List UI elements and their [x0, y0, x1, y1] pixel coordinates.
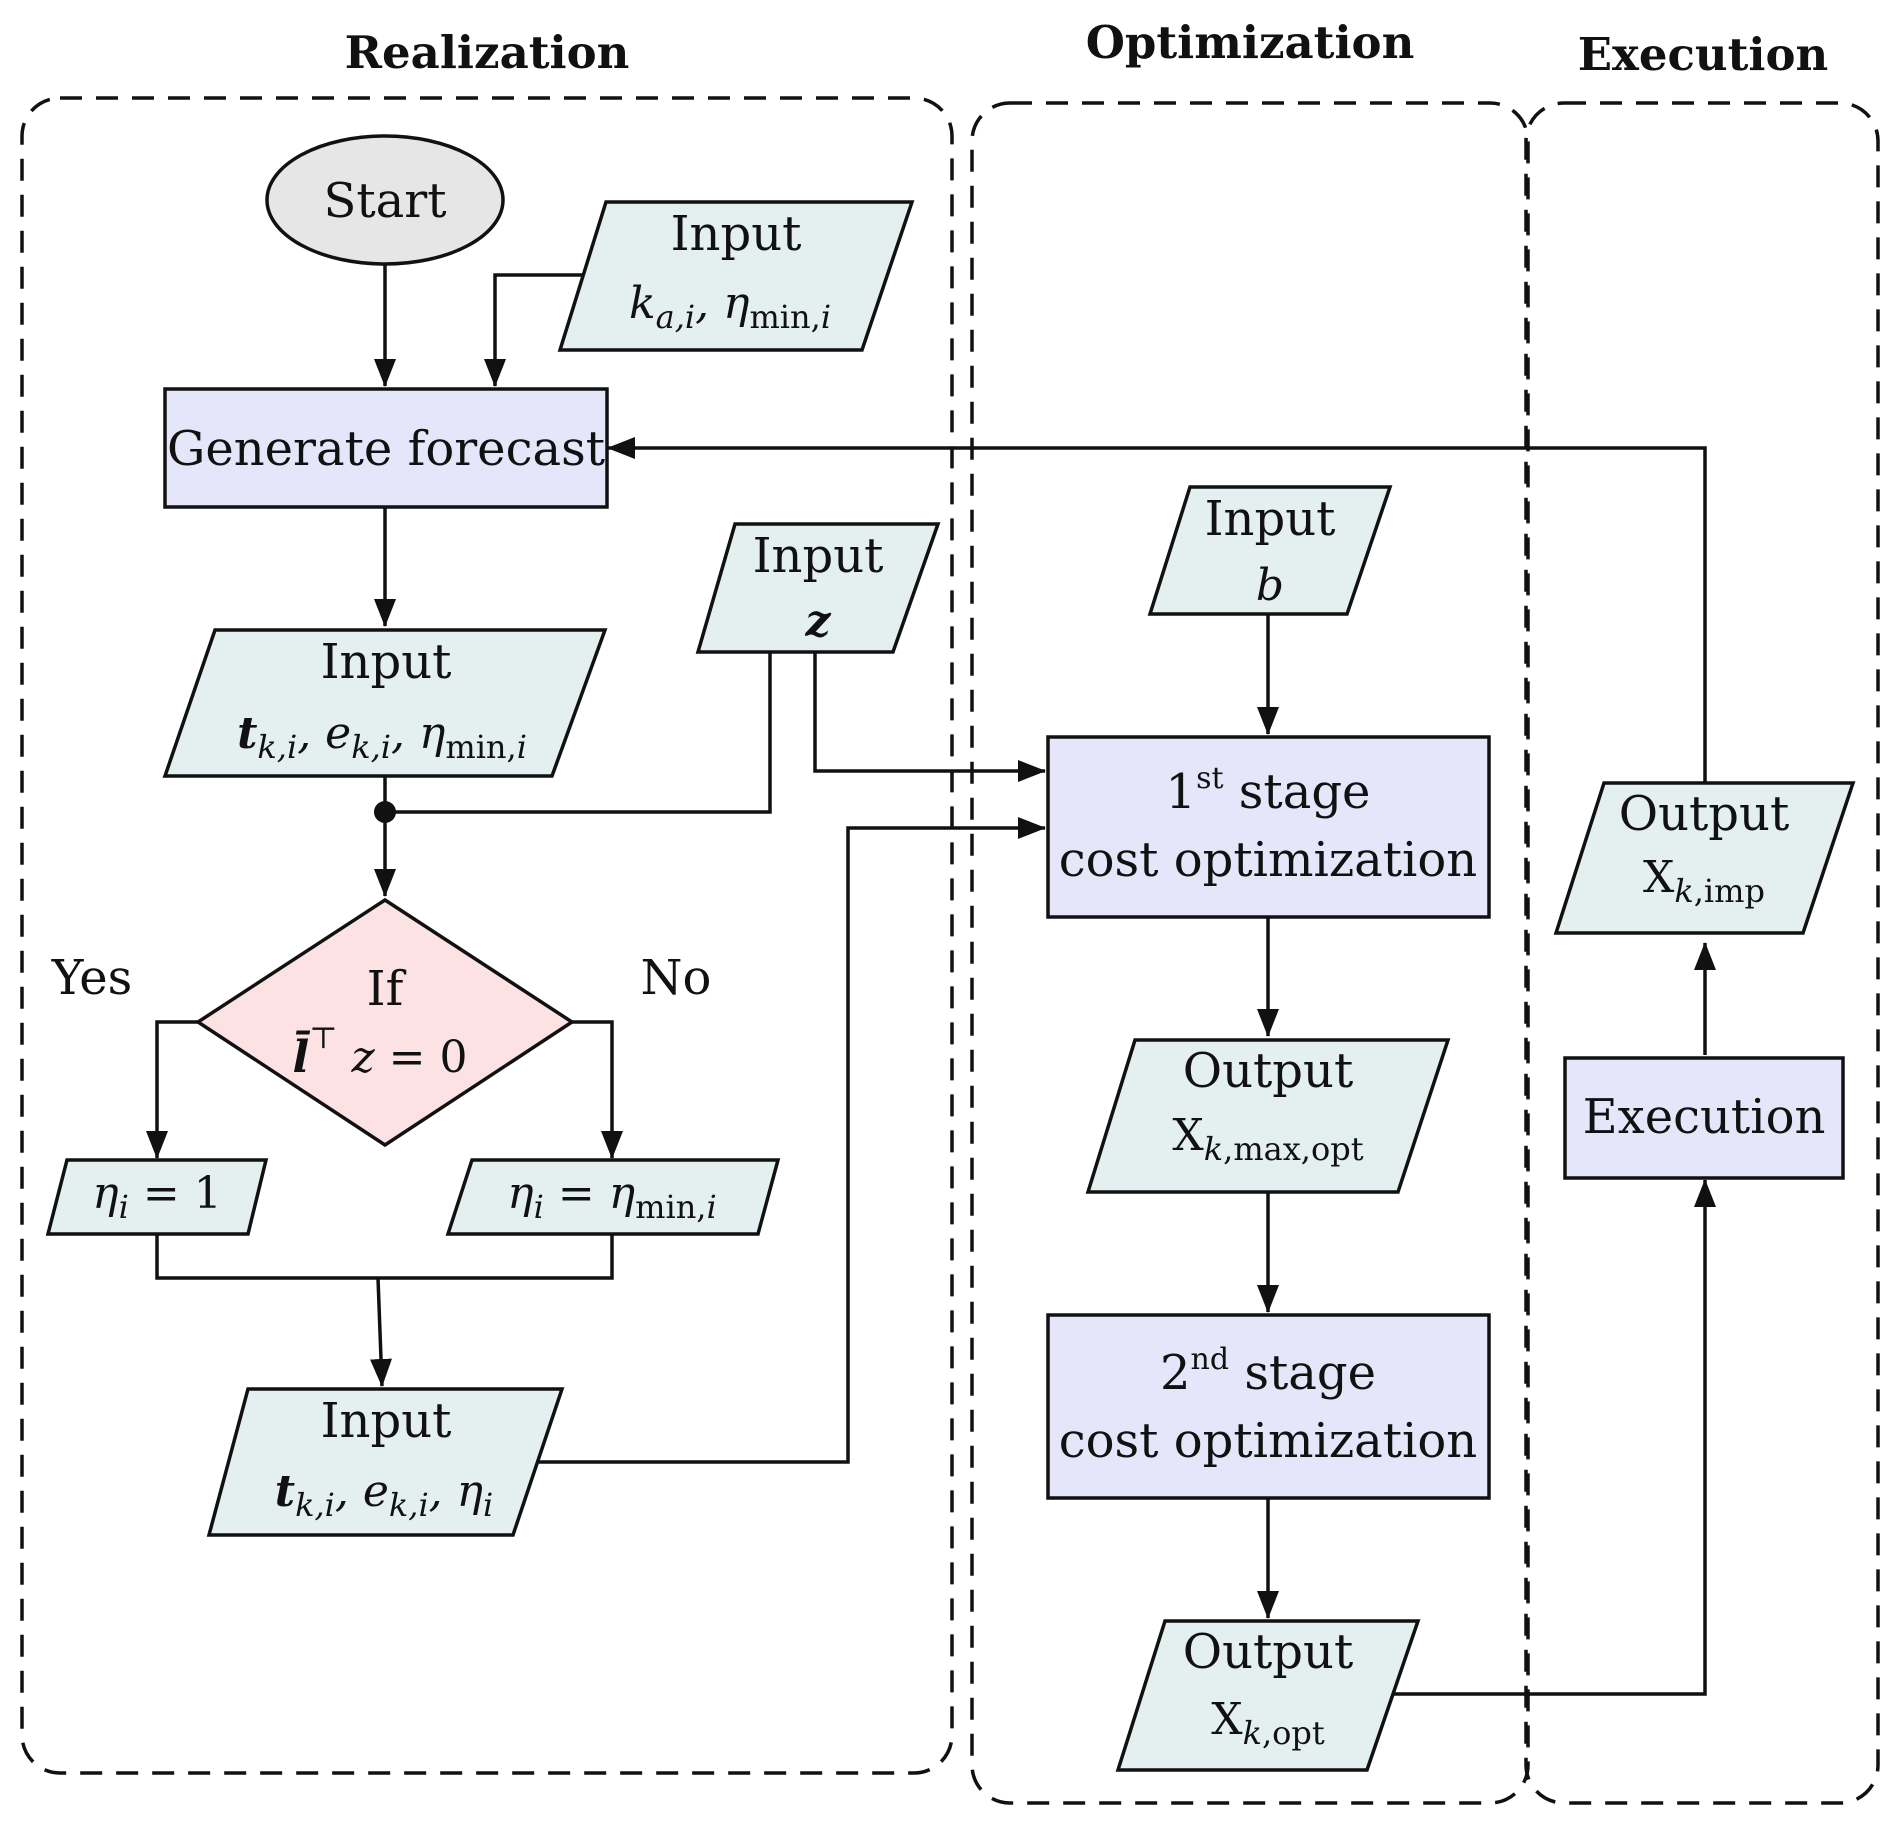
- eta-min-shape: [445, 1158, 781, 1236]
- edge-feedback-to-forecast: [607, 437, 1707, 782]
- optimization-title: Optimization: [1086, 16, 1415, 69]
- yes-label: Yes: [51, 950, 133, 1006]
- eta-one-shape: [45, 1158, 269, 1236]
- input-ka-eta-shape: [557, 200, 915, 352]
- edge-merge-to-input: [370, 1277, 392, 1387]
- stage1-node: 1st stage cost optimization: [1046, 735, 1491, 919]
- edge-decision-no: [570, 1020, 623, 1159]
- output-opt-node: Output Xk,opt: [1115, 1619, 1421, 1772]
- output-max-opt-node: Output Xk,max,opt: [1085, 1038, 1451, 1194]
- edge-yes-to-merge: [155, 1233, 614, 1280]
- edge-input-eta-to-stage1: [536, 817, 1046, 1464]
- execution-label: Execution: [1583, 1089, 1826, 1145]
- decision-shape: [194, 897, 576, 1148]
- execution-shape: [1563, 1056, 1845, 1180]
- stage1-line2: cost optimization: [1059, 832, 1477, 888]
- input-b-var: b: [1256, 560, 1284, 611]
- input-t-e-eta-shape: [206, 1387, 565, 1537]
- output-imp-title: Output: [1619, 786, 1789, 842]
- output-opt-title: Output: [1183, 1624, 1353, 1680]
- input-ka-eta-node: Input ka,i, ηmin,i: [557, 200, 915, 352]
- decision-node: If l̄⊤ z = 0: [194, 897, 576, 1148]
- output-max-opt-shape: [1085, 1038, 1451, 1194]
- input-z-node: Input z: [695, 522, 941, 654]
- realization-group: [20, 96, 954, 1775]
- realization-title: Realization: [345, 26, 630, 79]
- eta-one-label: ηi = 1: [92, 1168, 221, 1226]
- input-b-node: Input b: [1147, 485, 1393, 616]
- generate-forecast-label: Generate forecast: [167, 421, 605, 477]
- input-t-e-eta-title: Input: [321, 1393, 452, 1449]
- output-opt-var: Xk,opt: [1211, 1694, 1325, 1752]
- input-z-shape: [695, 522, 941, 654]
- optimization-group: [970, 101, 1530, 1805]
- input-t-e-etamin-shape: [162, 628, 608, 778]
- execution-title: Execution: [1578, 28, 1829, 81]
- output-max-opt-title: Output: [1183, 1043, 1353, 1099]
- input-t-e-etamin-title: Input: [321, 634, 452, 690]
- input-b-shape: [1147, 485, 1393, 616]
- stage2-line2: cost optimization: [1059, 1413, 1477, 1469]
- edge-input-ka-to-forecast: [484, 273, 585, 387]
- output-max-opt-var: Xk,max,opt: [1172, 1110, 1363, 1168]
- decision-expression: l̄⊤ z = 0: [293, 1021, 468, 1083]
- input-ka-eta-title: Input: [671, 206, 802, 262]
- output-imp-var: Xk,imp: [1643, 852, 1765, 910]
- generate-forecast-node: Generate forecast: [163, 387, 609, 509]
- input-z-var: z: [805, 596, 832, 647]
- input-t-e-eta-node: Input tk,i, ek,i, ηi: [206, 1387, 565, 1537]
- input-t-e-etamin-node: Input tk,i, ek,i, ηmin,i: [162, 628, 608, 778]
- stage2-shape: [1046, 1313, 1491, 1500]
- stage1-line1: 1st stage: [1166, 761, 1371, 820]
- input-b-title: Input: [1205, 491, 1336, 547]
- start-terminal-shape: [265, 134, 505, 266]
- input-t-e-etamin-vars: tk,i, ek,i, ηmin,i: [237, 708, 527, 766]
- execution-group: [1524, 101, 1880, 1805]
- edge-input-z-to-junction: [385, 653, 772, 814]
- execution-node: Execution: [1563, 1056, 1845, 1180]
- stage1-shape: [1046, 735, 1491, 919]
- start-label: Start: [323, 173, 446, 229]
- input-t-e-eta-vars: tk,i, ek,i, ηi: [275, 1466, 494, 1524]
- start-node: Start: [265, 134, 505, 266]
- stage2-node: 2nd stage cost optimization: [1046, 1313, 1491, 1500]
- eta-min-node: ηi = ηmin,i: [445, 1158, 781, 1236]
- eta-one-node: ηi = 1: [45, 1158, 269, 1236]
- generate-forecast-shape: [163, 387, 609, 509]
- input-z-title: Input: [753, 528, 884, 584]
- input-ka-eta-vars: ka,i, ηmin,i: [629, 278, 831, 336]
- output-imp-node: Output Xk,imp: [1553, 781, 1856, 935]
- output-imp-shape: [1553, 781, 1856, 935]
- decision-if-label: If: [367, 961, 407, 1017]
- edge-decision-yes: [146, 1020, 200, 1159]
- output-opt-shape: [1115, 1619, 1421, 1772]
- edge-output-to-execution: [1392, 1179, 1716, 1696]
- no-label: No: [641, 950, 712, 1006]
